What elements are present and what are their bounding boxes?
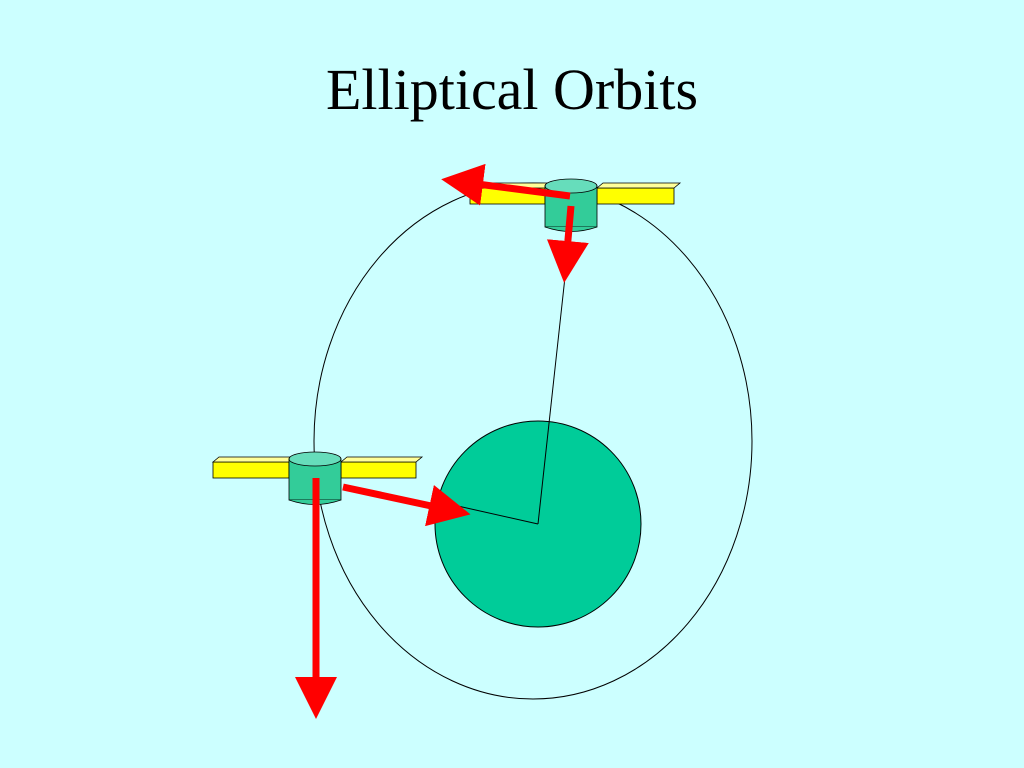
solar-panel-left (212, 461, 290, 479)
solar-panel-right (340, 461, 417, 479)
radius-line-apoapsis (537, 276, 566, 525)
solar-panel-right (596, 187, 675, 205)
satellite-top (544, 178, 598, 194)
velocity-arrow-apoapsis (441, 163, 571, 206)
satellite-periapsis (211, 451, 424, 505)
gravity-arrow-periapsis (342, 483, 471, 527)
solar-panel-left-top (211, 456, 297, 463)
slide-title: Elliptical Orbits (325, 57, 699, 122)
solar-panel-right-top (339, 456, 424, 463)
satellite-top (288, 451, 342, 467)
solar-panel-right-top (595, 182, 682, 189)
gravity-arrow-apoapsis (546, 205, 589, 283)
